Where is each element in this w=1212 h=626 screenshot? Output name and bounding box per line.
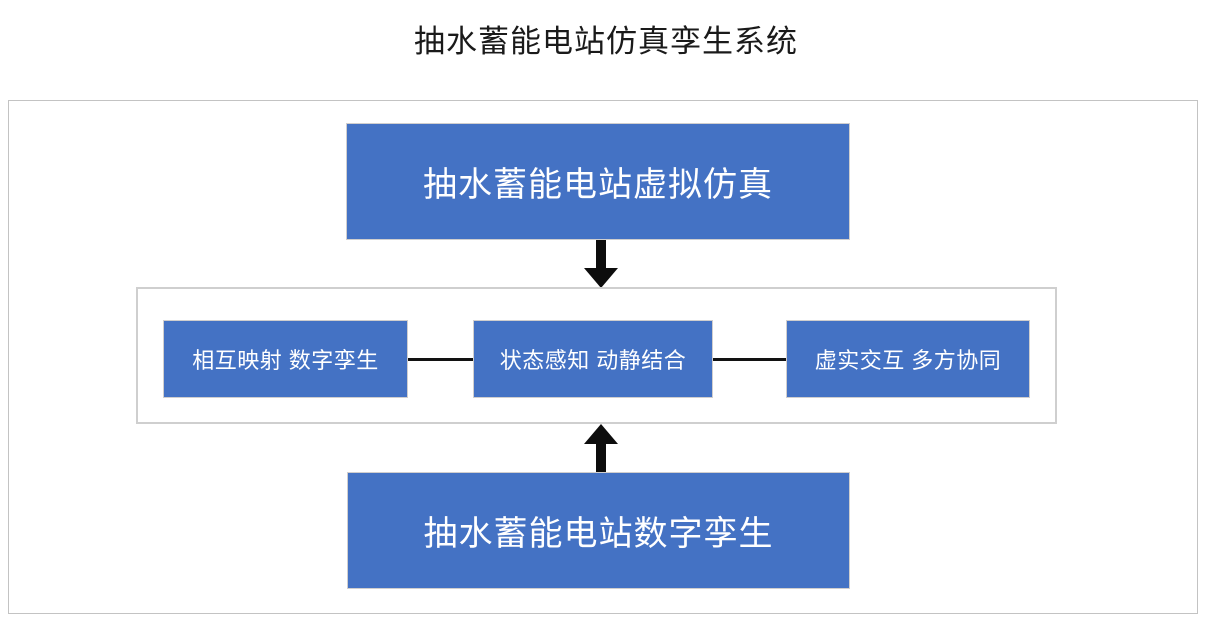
node-mutual-mapping-label: 相互映射 数字孪生 [192,348,379,373]
arrow-down-head [584,268,618,288]
arrow-up-icon [584,424,618,472]
connector-node2-node3 [713,358,786,361]
node-virtual-simulation-label: 抽水蓄能电站虚拟仿真 [423,166,773,204]
node-digital-twin[interactable]: 抽水蓄能电站数字孪生 [347,472,850,589]
node-state-awareness-label: 状态感知 动静结合 [499,348,687,373]
arrow-up-shaft [596,442,606,472]
node-virtual-simulation[interactable]: 抽水蓄能电站虚拟仿真 [346,123,850,240]
arrow-down-icon [584,240,618,288]
connector-node1-node2 [408,358,473,361]
arrow-up-head [584,424,618,444]
page-title: 抽水蓄能电站仿真孪生系统 [414,24,798,59]
node-virtual-real-interaction-label: 虚实交互 多方协同 [814,348,1002,373]
node-virtual-real-interaction[interactable]: 虚实交互 多方协同 [786,320,1030,398]
node-digital-twin-label: 抽水蓄能电站数字孪生 [423,515,774,553]
node-state-awareness[interactable]: 状态感知 动静结合 [473,320,713,398]
arrow-down-shaft [596,240,606,270]
node-mutual-mapping[interactable]: 相互映射 数字孪生 [163,320,408,398]
